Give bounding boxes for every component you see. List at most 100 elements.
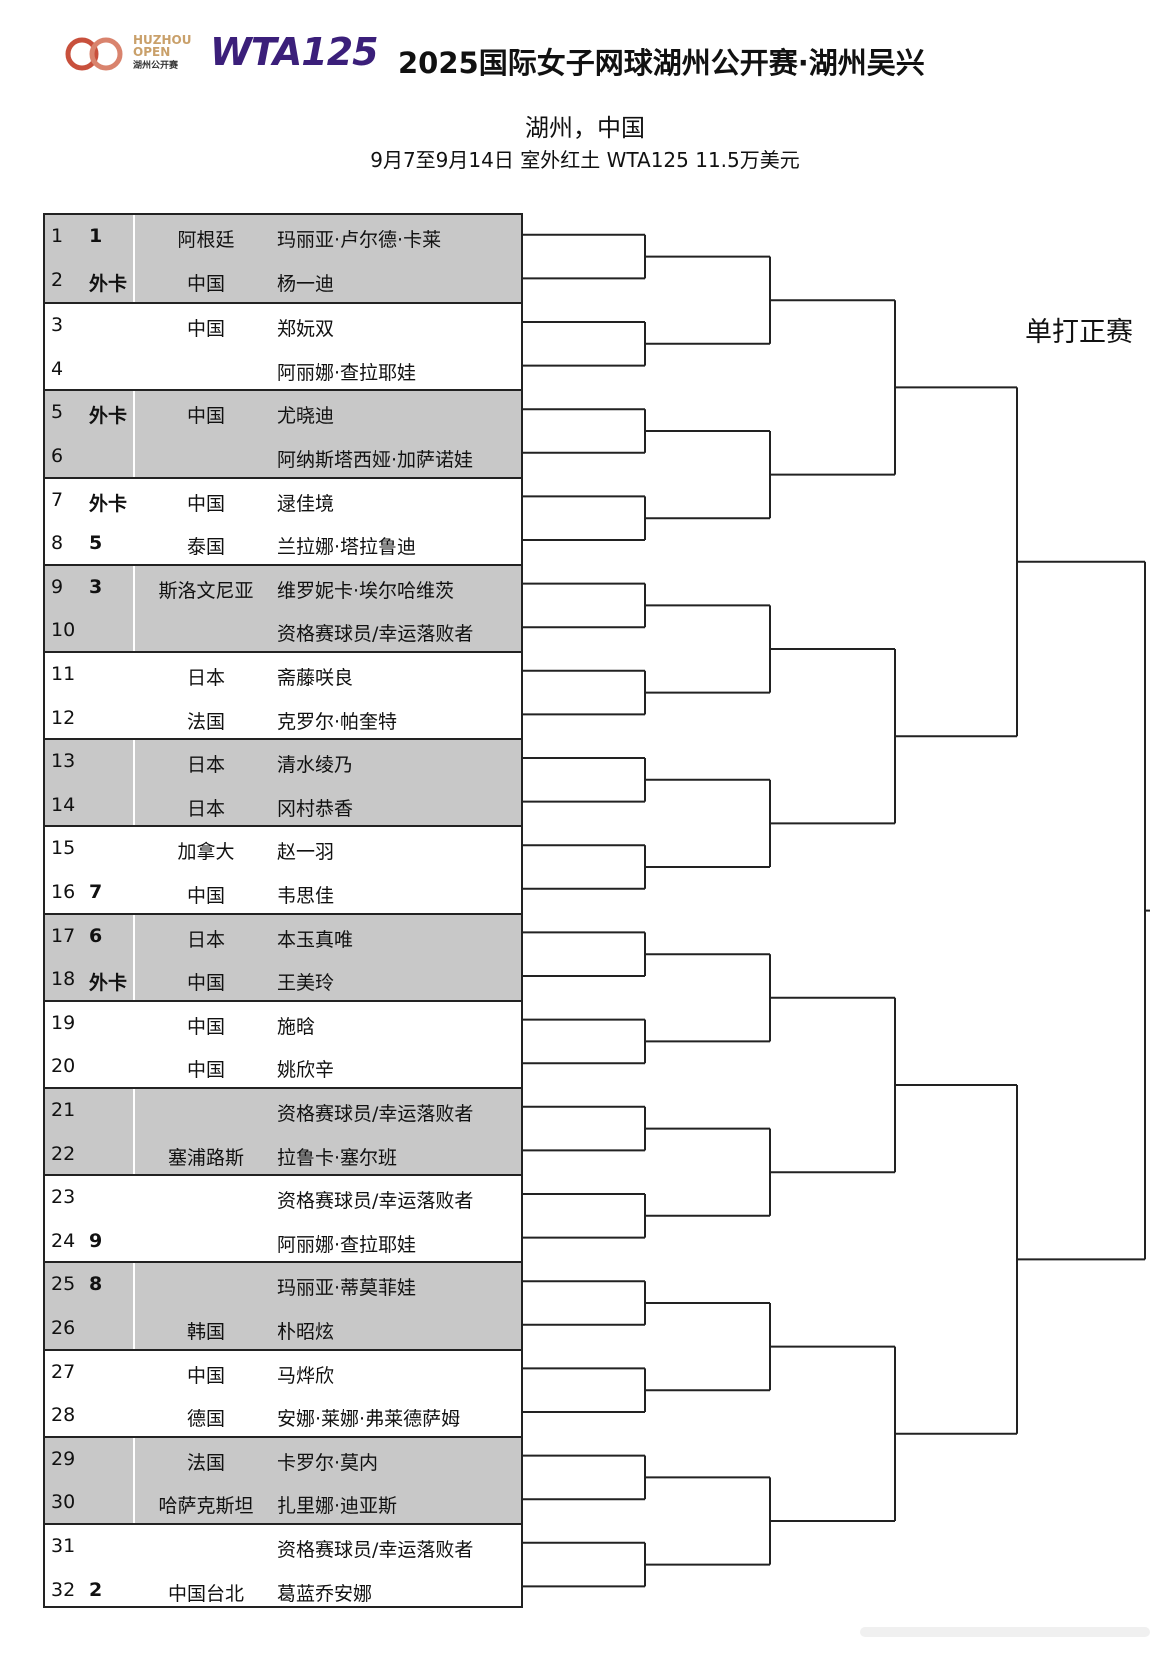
draw-number: 29 bbox=[51, 1447, 76, 1470]
player-country: 塞浦路斯 bbox=[167, 1146, 244, 1169]
draw-number: 32 bbox=[51, 1578, 76, 1601]
player-name: 斋藤咲良 bbox=[277, 667, 354, 689]
seed-label: 3 bbox=[89, 575, 103, 598]
player-name: 逯佳境 bbox=[277, 492, 335, 515]
logo-line1: HUZHOU bbox=[133, 33, 192, 47]
player-country: 阿根廷 bbox=[177, 229, 235, 251]
player-name: 赵一羽 bbox=[277, 841, 335, 864]
player-name: 冈村恭香 bbox=[277, 797, 354, 820]
wta125-logo: WTA125 bbox=[210, 30, 379, 74]
draw-number: 13 bbox=[51, 750, 76, 773]
draw-number: 23 bbox=[51, 1186, 76, 1209]
player-name: 郑妧双 bbox=[277, 318, 335, 341]
player-country: 中国台北 bbox=[167, 1582, 244, 1605]
draw-number: 15 bbox=[51, 837, 76, 860]
logo-line2: OPEN bbox=[133, 45, 171, 59]
player-name: 阿丽娜·查拉耶娃 bbox=[277, 1233, 417, 1256]
seed-label: 外卡 bbox=[89, 405, 128, 428]
player-country: 斯洛文尼亚 bbox=[158, 579, 254, 602]
seed-label: 1 bbox=[89, 225, 103, 247]
seed-label: 外卡 bbox=[89, 272, 128, 295]
logo-line3: 湖州公开赛 bbox=[133, 61, 179, 71]
player-row: 14 日本 冈村恭香 bbox=[45, 784, 521, 828]
draw-number: 27 bbox=[51, 1360, 76, 1383]
player-name: 卡罗尔·莫内 bbox=[277, 1451, 379, 1474]
player-country: 中国 bbox=[186, 492, 225, 515]
player-name: 资格赛球员/幸运落败者 bbox=[277, 623, 474, 646]
seed-label: 外卡 bbox=[89, 492, 128, 515]
draw-number: 26 bbox=[51, 1316, 76, 1339]
draw-number: 12 bbox=[51, 706, 76, 729]
player-country: 日本 bbox=[186, 797, 225, 820]
seed-label: 9 bbox=[89, 1229, 103, 1252]
player-country: 中国 bbox=[186, 972, 225, 995]
player-row: 18 外卡 中国 王美玲 bbox=[45, 958, 521, 1002]
player-country: 中国 bbox=[186, 1015, 225, 1038]
player-name: 清水绫乃 bbox=[277, 754, 354, 777]
bottom-dots-decoration bbox=[860, 1627, 1150, 1637]
player-name: 克罗尔·帕奎特 bbox=[277, 710, 398, 733]
seed-label: 5 bbox=[89, 532, 103, 555]
draw-number: 14 bbox=[51, 793, 76, 816]
draw-number: 24 bbox=[51, 1229, 76, 1252]
player-country: 法国 bbox=[186, 1451, 225, 1474]
player-country: 中国 bbox=[186, 272, 225, 295]
player-country: 韩国 bbox=[186, 1320, 225, 1343]
player-name: 兰拉娜·塔拉鲁迪 bbox=[277, 536, 417, 559]
tournament-title: 2025国际女子网球湖州公开赛·湖州吴兴 bbox=[398, 46, 925, 80]
draw-number: 21 bbox=[51, 1099, 76, 1121]
draw-number: 30 bbox=[51, 1491, 76, 1514]
draw-number: 11 bbox=[51, 663, 76, 685]
draw-number: 18 bbox=[51, 968, 76, 991]
player-name: 马烨欣 bbox=[277, 1364, 335, 1387]
draw-number: 4 bbox=[51, 357, 64, 380]
draw-number: 17 bbox=[51, 924, 76, 947]
player-country: 中国 bbox=[186, 405, 225, 428]
player-row: 24 9 阿丽娜·查拉耶娃 bbox=[45, 1220, 521, 1264]
player-name: 资格赛球员/幸运落败者 bbox=[277, 1539, 474, 1561]
player-name: 玛丽亚·卢尔德·卡莱 bbox=[277, 229, 442, 251]
draw-number: 20 bbox=[51, 1055, 76, 1078]
header: HUZHOU OPEN 湖州公开赛 WTA125 2025国际女子网球湖州公开赛… bbox=[0, 0, 1170, 200]
player-name: 扎里娜·迪亚斯 bbox=[277, 1495, 398, 1518]
seed-label: 外卡 bbox=[89, 972, 128, 995]
player-row: 26 韩国 朴昭炫 bbox=[45, 1307, 521, 1351]
tournament-info: 9月7至9月14日 室外红土 WTA125 11.5万美元 bbox=[370, 148, 800, 172]
draw-number: 5 bbox=[51, 401, 64, 424]
seed-label: 7 bbox=[89, 880, 103, 903]
player-name: 安娜·莱娜·弗莱德萨姆 bbox=[277, 1408, 461, 1431]
player-country: 中国 bbox=[186, 1059, 225, 1082]
draw-number: 19 bbox=[51, 1011, 76, 1034]
draw-number: 10 bbox=[51, 619, 76, 642]
player-name: 朴昭炫 bbox=[277, 1320, 335, 1343]
draw-number: 22 bbox=[51, 1142, 76, 1165]
player-name: 王美玲 bbox=[277, 972, 335, 995]
